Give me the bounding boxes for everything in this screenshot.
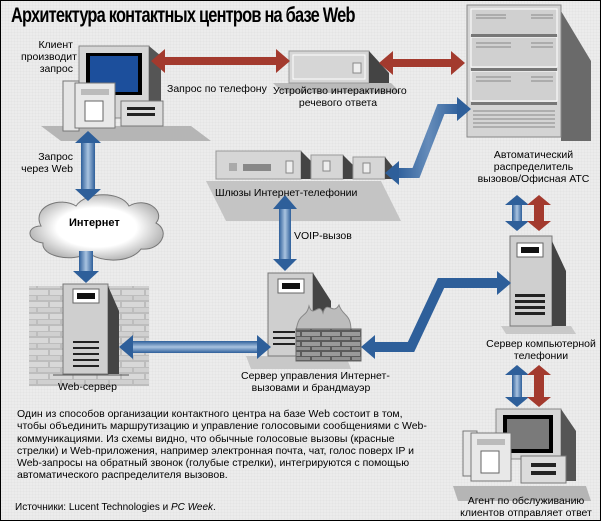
agent-label: Агент по обслуживанию клиентов отправляе… — [456, 495, 596, 519]
web-server-icon — [29, 283, 149, 386]
agent-label-line: клиентов отправляет ответ — [460, 507, 592, 519]
cti-server-label: Сервер компьютерной телефонии — [481, 338, 600, 362]
phone-request-arrow — [151, 49, 290, 73]
web-server-label: Web-сервер — [58, 381, 117, 393]
call-server-label-line: вызовами и брандмауэр — [251, 382, 371, 394]
ivr-label: Устройство интерактивного речевого ответ… — [273, 85, 407, 109]
call-server-label-line: Сервер управления Интернет- — [241, 370, 390, 382]
gateways-icon — [206, 150, 401, 221]
description-text: Один из способов организации контактного… — [17, 408, 427, 482]
web-request-label: Запрос через Web — [21, 151, 73, 175]
sources-suffix: . — [213, 502, 216, 513]
call-server-label: Сервер управления Интернет- вызовами и б… — [241, 370, 390, 394]
agent-workstation-icon — [453, 408, 591, 501]
acd-cti-arrows — [505, 195, 551, 231]
phone-request-label: Запрос по телефону — [167, 83, 267, 95]
gateways-label: Шлюзы Интернет-телефонии — [215, 187, 358, 199]
internet-label: Интернет — [69, 217, 120, 229]
client-label-line: производит — [21, 51, 77, 63]
internet-webserver-arrow — [73, 251, 99, 283]
client-label: Клиент производит запрос — [21, 39, 77, 75]
cti-agent-arrows — [505, 365, 551, 407]
agent-label-line: Агент по обслуживанию — [467, 495, 585, 507]
cti-server-label-line: телефонии — [513, 350, 569, 362]
acd-rack-icon — [466, 4, 591, 141]
acd-label-line: Автоматический — [493, 149, 574, 161]
acd-gateway-arrow — [385, 97, 471, 185]
sources-line: Источники: Lucent Technologies и PC Week… — [15, 502, 216, 513]
cti-server-label-line: Сервер компьютерной — [486, 338, 596, 350]
ivr-label-line: Устройство интерактивного — [273, 85, 407, 97]
voip-arrow — [273, 195, 297, 271]
webserver-callserver-arrow — [119, 335, 271, 359]
acd-label: Автоматический распределитель вызовов/Оф… — [471, 149, 596, 185]
web-request-arrow — [75, 131, 101, 201]
sources-prefix: Источники: Lucent Technologies и — [15, 502, 171, 513]
web-request-label-line: Запрос — [38, 151, 73, 163]
cti-server-icon — [501, 235, 576, 334]
acd-label-line: вызовов/Офисная АТС — [477, 173, 590, 185]
acd-label-line: распределитель — [493, 161, 574, 173]
call-server-firewall-icon — [246, 272, 362, 369]
sources-publication: PC Week — [170, 502, 214, 513]
client-workstation-icon — [41, 45, 211, 141]
web-request-label-line: через Web — [21, 163, 73, 175]
diagram-title: Архитектура контактных центров на базе W… — [11, 4, 355, 27]
ivr-acd-arrow — [379, 51, 465, 75]
callserver-cti-arrow — [361, 271, 511, 359]
client-label-line: запрос — [39, 63, 73, 75]
ivr-label-line: речевого ответа — [298, 97, 378, 109]
voip-label: VOIP-вызов — [294, 230, 352, 242]
ivr-device-icon — [273, 50, 401, 93]
client-label-line: Клиент — [38, 39, 73, 51]
internet-cloud-icon — [29, 194, 164, 261]
